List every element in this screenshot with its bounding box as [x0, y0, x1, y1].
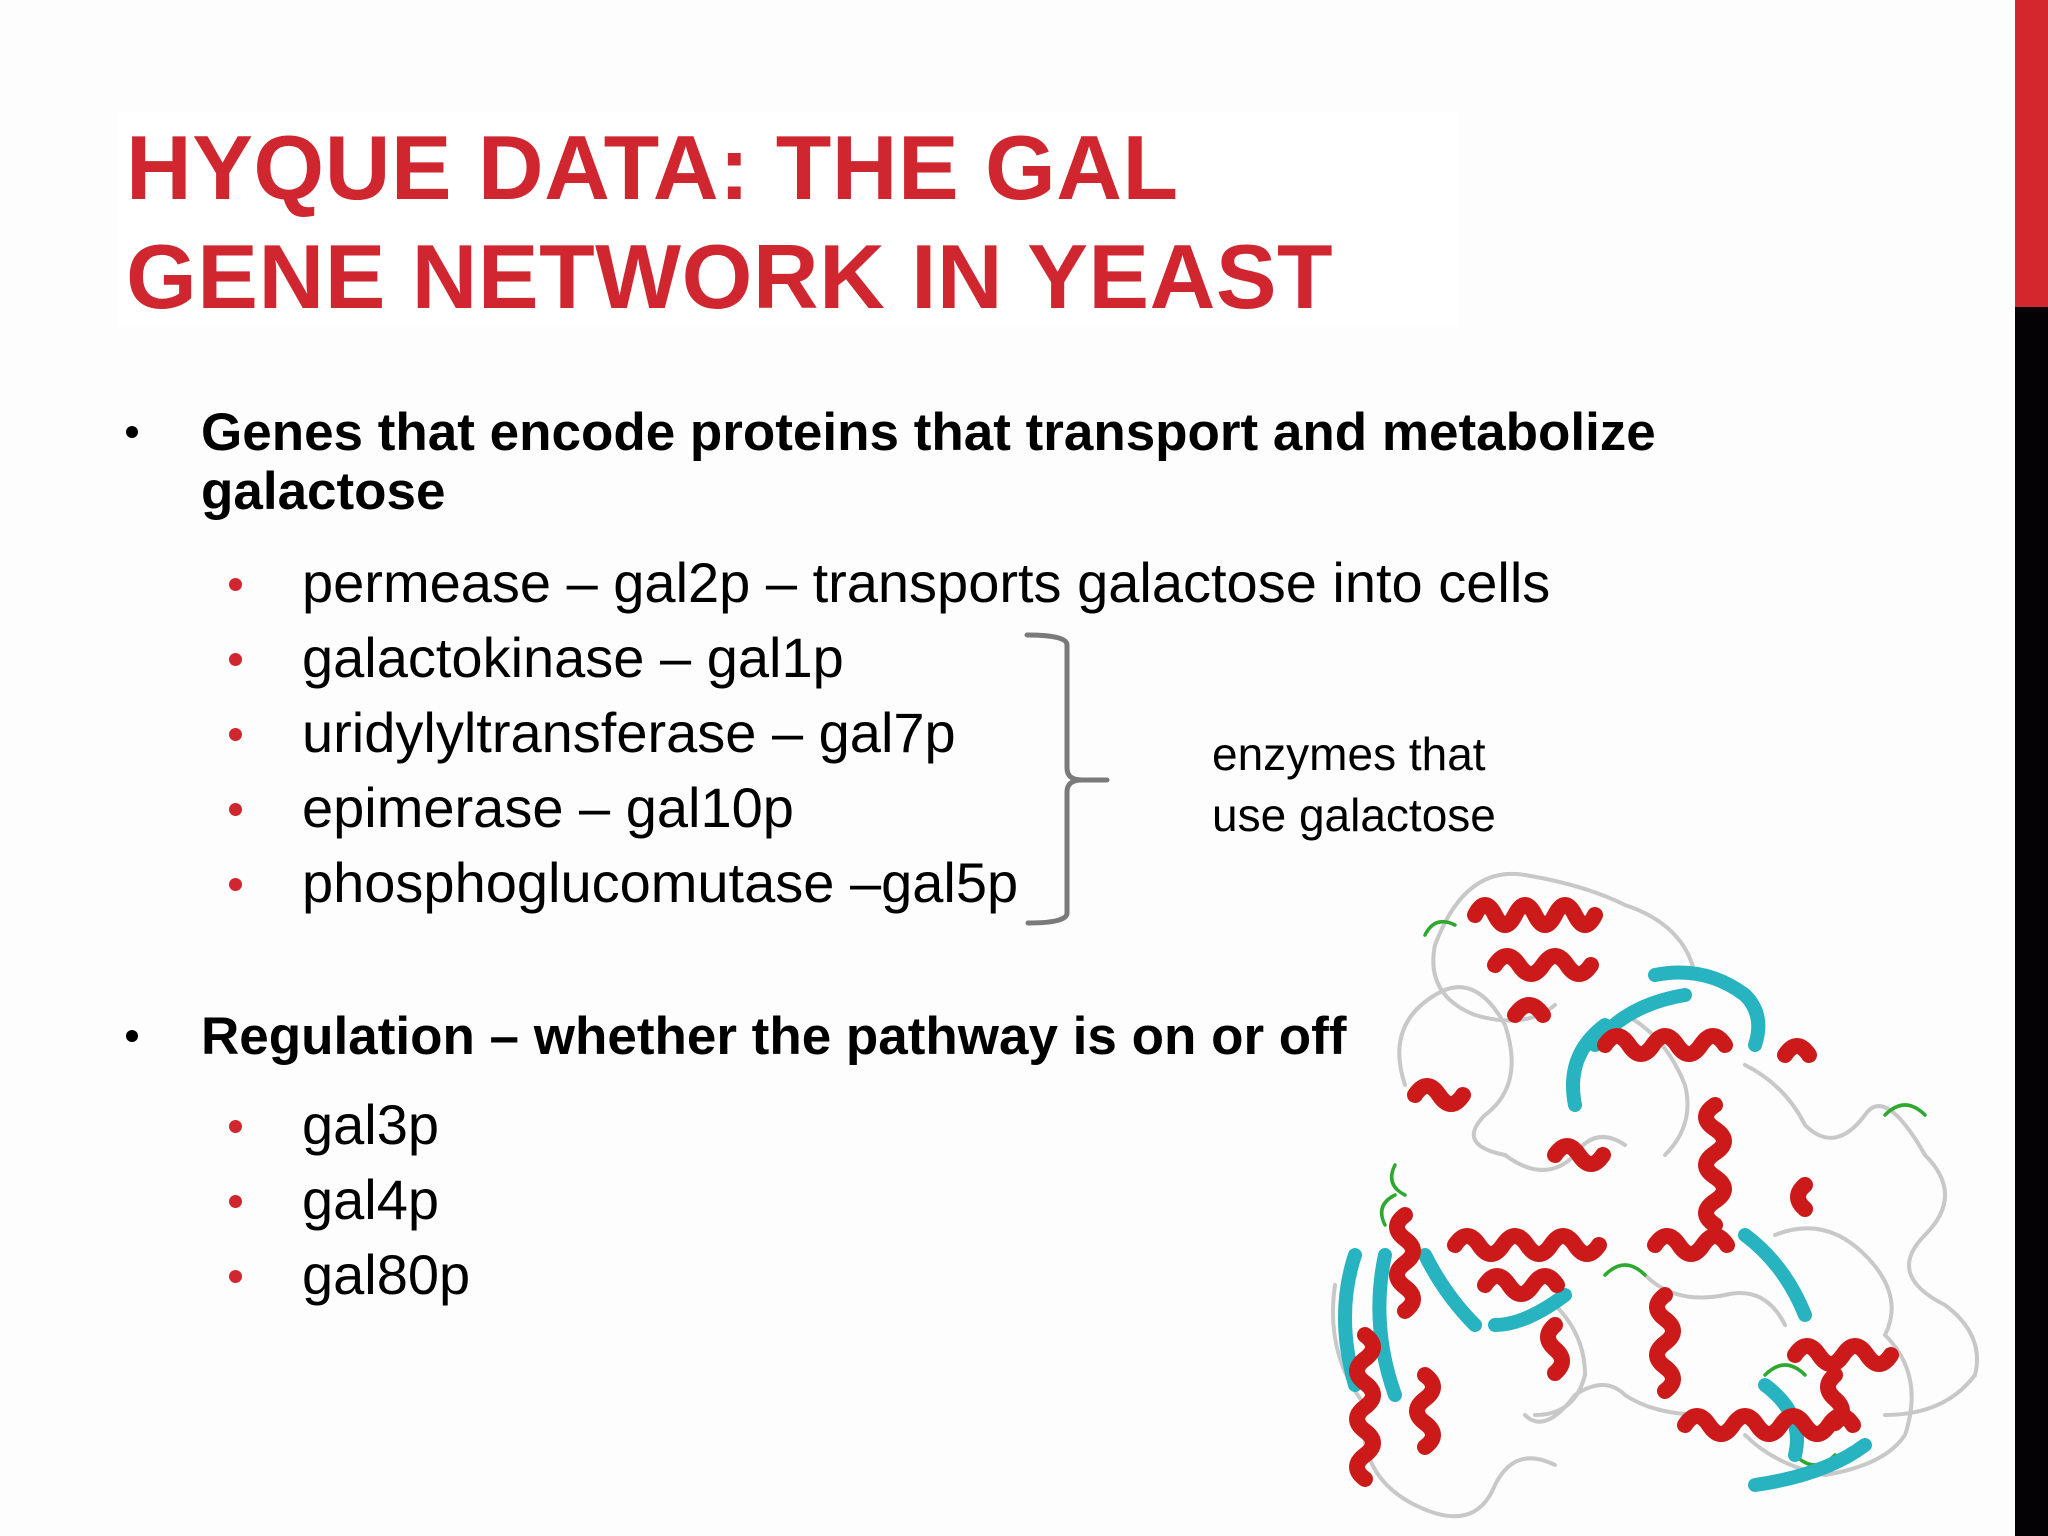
- sub-item-permease: permease – gal2p – transports galactose …: [302, 551, 1551, 614]
- slide-title-line-1: HYQUE DATA: THE GAL: [126, 118, 1179, 219]
- accent-bar-black: [2015, 307, 2048, 1536]
- protein-structure-image: [1331, 871, 1979, 1519]
- brace-note: enzymes that use galactose: [1212, 724, 1496, 846]
- sub-item-phosphoglucomutase: phosphoglucomutase –gal5p: [302, 851, 1019, 914]
- sub-bullet-dot-icon: [229, 653, 242, 666]
- sub-bullet-dot-icon: [229, 1120, 242, 1133]
- bullet-2-line-1: Regulation – whether the pathway is on o…: [201, 1007, 1347, 1066]
- sub-bullet-dot-icon: [229, 578, 242, 591]
- sub-bullet-dot-icon: [229, 1270, 242, 1283]
- bullet-dot-icon: [126, 426, 138, 438]
- sub-item-galactokinase: galactokinase – gal1p: [302, 626, 844, 689]
- sub-item-uridylyltransferase: uridylyltransferase – gal7p: [302, 701, 956, 764]
- sub-item-epimerase: epimerase – gal10p: [302, 776, 794, 839]
- accent-bar-red: [2015, 0, 2048, 307]
- title-background: [118, 112, 1458, 327]
- bullet-1-line-2: galactose: [201, 462, 446, 521]
- sub-item-gal80p: gal80p: [302, 1243, 471, 1306]
- sub-bullet-dot-icon: [229, 1195, 242, 1208]
- sub-item-gal4p: gal4p: [302, 1168, 440, 1231]
- slide-title-line-2: GENE NETWORK IN YEAST: [126, 227, 1334, 328]
- brace-note-line-1: enzymes that: [1212, 728, 1486, 780]
- bullet-dot-icon: [126, 1030, 138, 1042]
- sub-bullet-dot-icon: [229, 728, 242, 741]
- sub-bullet-dot-icon: [229, 878, 242, 891]
- sub-item-gal3p: gal3p: [302, 1093, 440, 1156]
- bullet-1-line-1: Genes that encode proteins that transpor…: [201, 403, 1656, 462]
- sub-bullet-dot-icon: [229, 803, 242, 816]
- brace-note-line-2: use galactose: [1212, 789, 1496, 841]
- curly-brace-icon: [1024, 632, 1110, 926]
